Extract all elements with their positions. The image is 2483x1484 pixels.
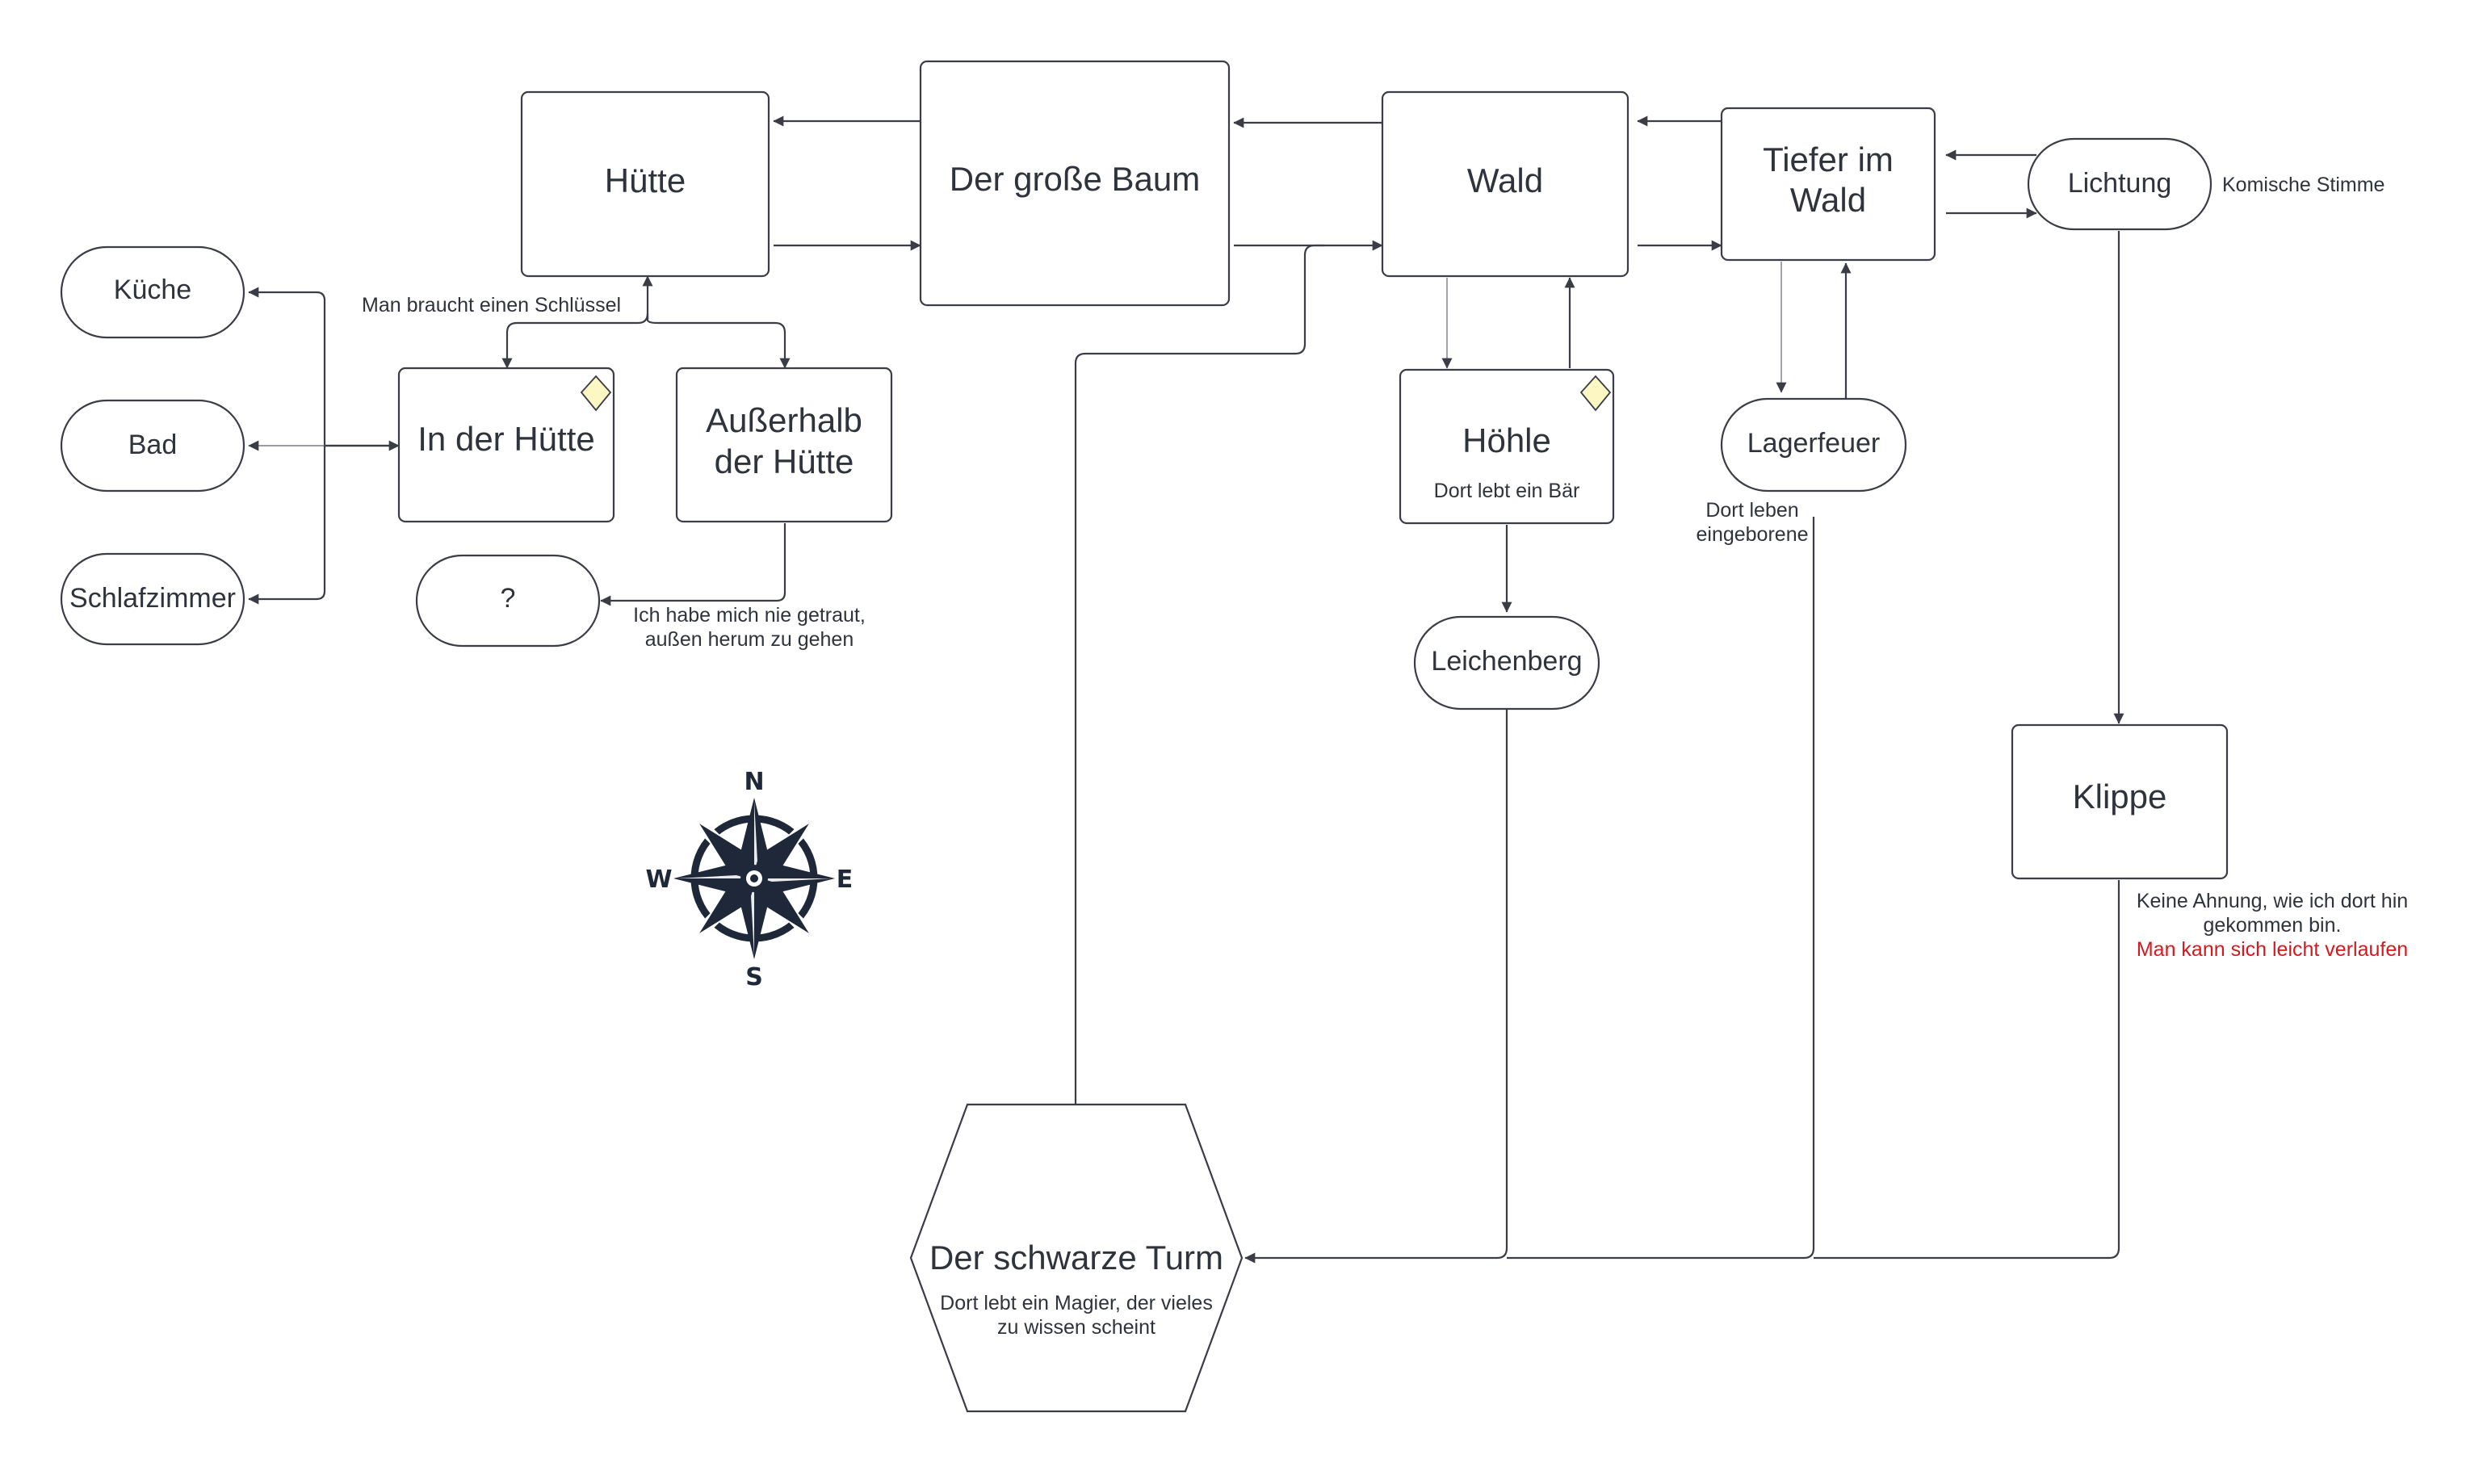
node-wald[interactable]: Wald xyxy=(1381,90,1629,278)
annotation-ahnung-2: gekommen bin. xyxy=(2204,914,2342,937)
node-ausserhalb-label-2: der Hütte xyxy=(715,442,854,480)
edge-ausserhalb-to-fragezeichen xyxy=(600,523,786,606)
node-leichenberg-label: Leichenberg xyxy=(1431,646,1582,677)
node-fragezeichen-label: ? xyxy=(501,583,516,614)
annotation-eingeborene-1: Dort leben xyxy=(1705,499,1798,522)
node-klippe[interactable]: Klippe xyxy=(2011,723,2229,880)
node-hoehle-label: Höhle xyxy=(1462,421,1551,459)
edge-leichenberg-to-turm xyxy=(1244,709,1508,1264)
node-wald-label: Wald xyxy=(1467,161,1543,199)
node-turm-label: Der schwarze Turm xyxy=(929,1239,1223,1276)
edge-lagerfeuer-to-turm xyxy=(1507,517,1815,1260)
annotation-verlaufen: Man kann sich leicht verlaufen xyxy=(2137,938,2408,961)
node-lichtung-label: Lichtung xyxy=(2068,168,2172,199)
node-bad[interactable]: Bad xyxy=(60,399,245,493)
annotations: Man braucht einen Schlüssel Ich habe mic… xyxy=(362,174,2408,961)
compass-s: S xyxy=(745,963,763,991)
node-in-der-huette[interactable]: In der Hütte xyxy=(397,367,615,523)
node-turm-sub-2: zu wissen scheint xyxy=(997,1316,1156,1339)
node-fragezeichen[interactable]: ? xyxy=(415,554,601,648)
edge-huette-to-in-der-huette xyxy=(501,312,649,369)
note-icon[interactable] xyxy=(580,375,612,412)
compass-e: E xyxy=(837,866,854,894)
node-huette[interactable]: Hütte xyxy=(520,90,770,278)
node-leichenberg[interactable]: Leichenberg xyxy=(1413,615,1600,711)
annotation-stimme: Komische Stimme xyxy=(2222,174,2384,196)
node-hoehle[interactable]: Höhle Dort lebt ein Bär xyxy=(1399,368,1615,525)
node-schwarzer-turm[interactable]: Der schwarze Turm Dort lebt ein Magier, … xyxy=(909,1103,1244,1413)
node-baum[interactable]: Der große Baum xyxy=(919,60,1231,307)
node-in-der-huette-label: In der Hütte xyxy=(417,420,594,458)
node-tiefer-label-1: Tiefer im xyxy=(1763,140,1894,178)
node-kueche[interactable]: Küche xyxy=(60,245,245,339)
node-tiefer-label-2: Wald xyxy=(1790,181,1866,219)
node-baum-label: Der große Baum xyxy=(950,160,1200,198)
annotation-eingeborene-2: eingeborene xyxy=(1696,523,1808,546)
edges xyxy=(248,115,2124,1264)
node-lichtung[interactable]: Lichtung xyxy=(2027,137,2212,231)
node-ausserhalb[interactable]: Außerhalb der Hütte xyxy=(675,367,893,523)
compass-rose-icon: N S E W xyxy=(645,768,853,991)
note-icon[interactable] xyxy=(1579,375,1612,412)
compass-n: N xyxy=(744,768,764,796)
node-lagerfeuer[interactable]: Lagerfeuer xyxy=(1720,397,1907,493)
node-bad-label: Bad xyxy=(128,430,178,460)
compass-w: W xyxy=(645,866,672,894)
node-huette-label: Hütte xyxy=(605,161,686,199)
annotation-getraut-2: außen herum zu gehen xyxy=(645,628,854,651)
node-hoehle-sub: Dort lebt ein Bär xyxy=(1434,480,1580,502)
edge-to-kueche xyxy=(248,287,399,447)
edge-turm-to-wald xyxy=(1074,244,1324,1105)
annotation-getraut-1: Ich habe mich nie getraut, xyxy=(633,604,866,627)
node-ausserhalb-label-1: Außerhalb xyxy=(706,401,862,439)
edge-to-schlafzimmer xyxy=(248,446,326,605)
annotation-schluessel: Man braucht einen Schlüssel xyxy=(362,294,621,317)
node-schlafzimmer[interactable]: Schlafzimmer xyxy=(60,552,245,646)
node-tiefer-im-wald[interactable]: Tiefer im Wald xyxy=(1720,107,1936,262)
node-lagerfeuer-label: Lagerfeuer xyxy=(1747,428,1880,459)
node-turm-sub-1: Dort lebt ein Magier, der vieles xyxy=(940,1292,1213,1314)
node-schlafzimmer-label: Schlafzimmer xyxy=(69,583,236,614)
annotation-ahnung-1: Keine Ahnung, wie ich dort hin xyxy=(2137,890,2408,912)
node-kueche-label: Küche xyxy=(114,275,191,305)
edge-klippe-to-turm xyxy=(1814,880,2120,1260)
edge-huette-to-ausserhalb xyxy=(646,319,791,369)
node-klippe-label: Klippe xyxy=(2073,778,2167,815)
